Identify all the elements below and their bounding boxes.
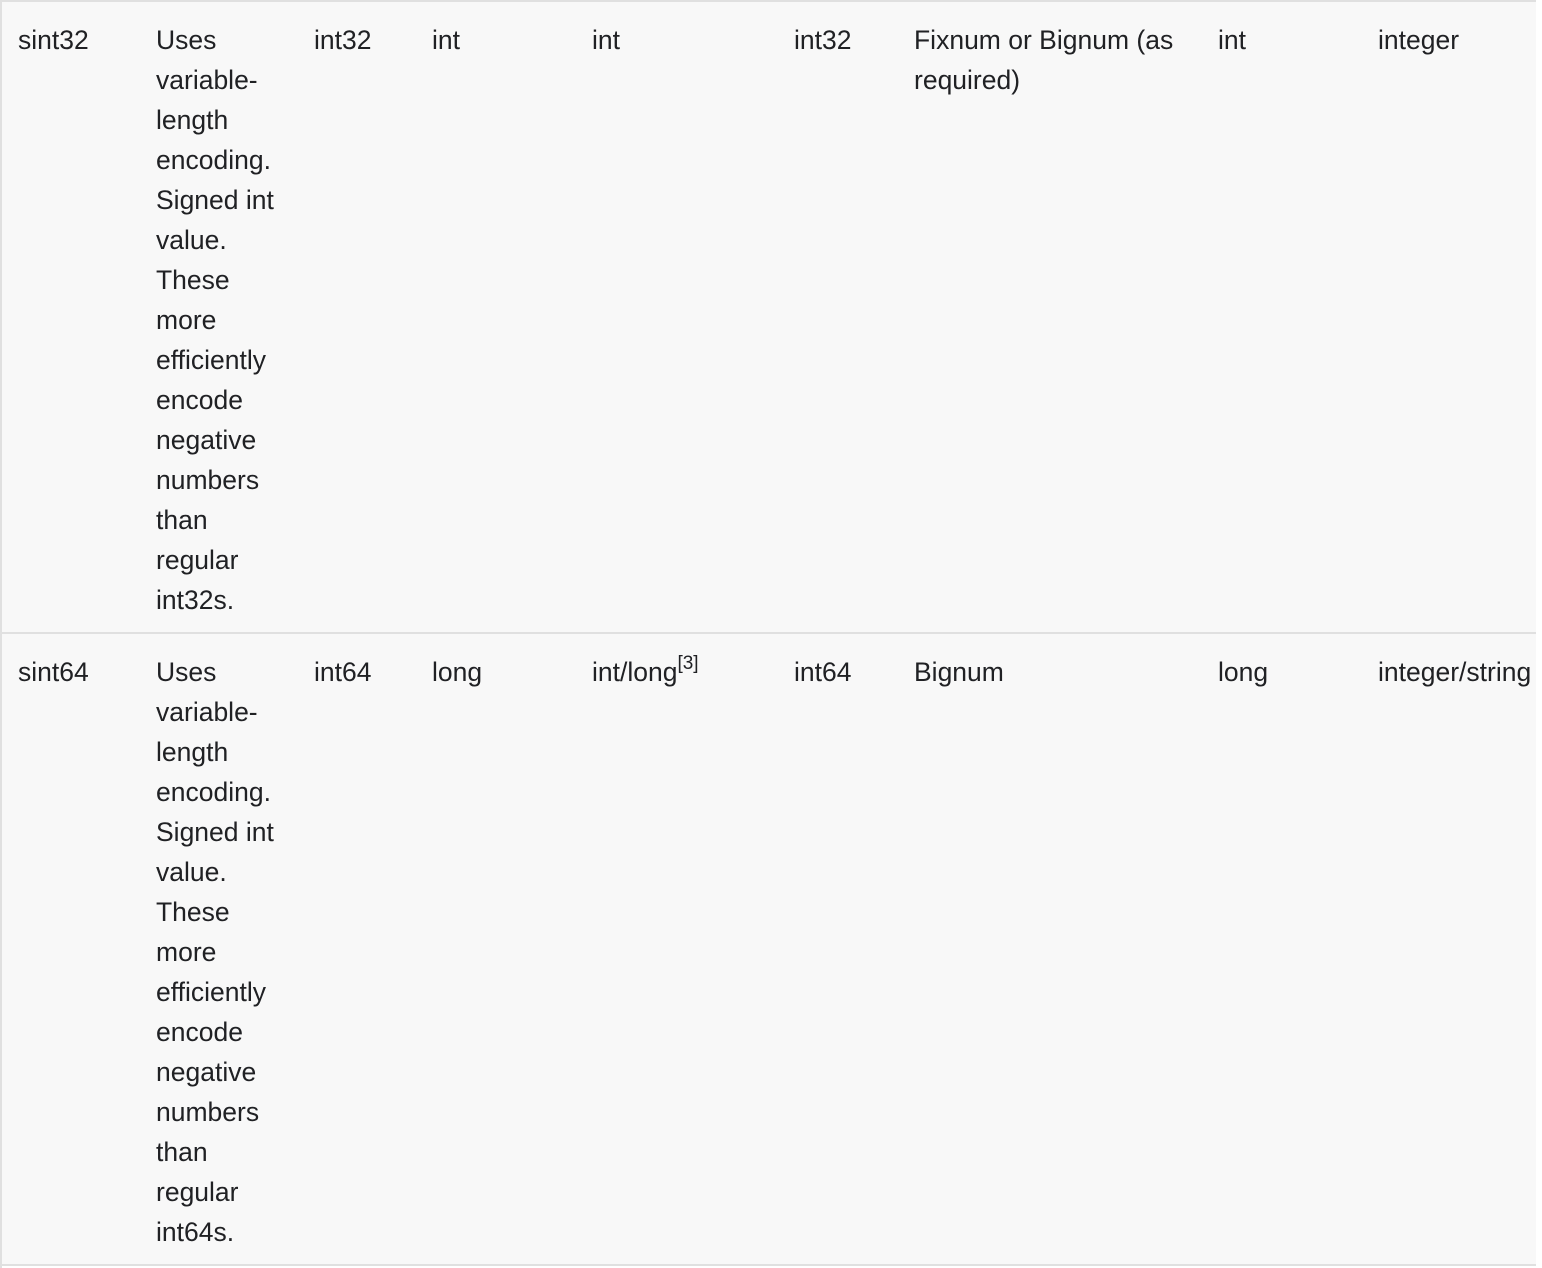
cell-ruby-type: Fixnum or Bignum (as required): [898, 0, 1202, 634]
cell-description: Uses variable-length encoding. Signed in…: [140, 633, 298, 1266]
cell-php-type: integer: [1362, 0, 1536, 634]
cell-csharp-type: long: [1202, 633, 1362, 1266]
cell-ruby-type: Bignum: [898, 633, 1202, 1266]
cell-java-type: long: [416, 633, 576, 1266]
cell-php-type: integer/string: [1362, 633, 1536, 1266]
cell-description: Uses variable-length encoding. Signed in…: [140, 0, 298, 634]
table-row-sint64: sint64 Uses variable-length encoding. Si…: [2, 633, 1536, 1266]
cell-csharp-type: int: [1202, 0, 1362, 634]
cell-type: sint32: [2, 0, 140, 634]
cell-go-type: int32: [778, 0, 898, 634]
table-row-sint32: sint32 Uses variable-length encoding. Si…: [2, 0, 1536, 634]
cell-python-type: int/long[3]: [576, 633, 778, 1266]
footnote-ref[interactable]: [3]: [677, 653, 699, 675]
python-type-text: int/long: [592, 657, 678, 687]
cell-cpp-type: int64: [298, 633, 416, 1266]
python-type-text: int: [592, 25, 620, 55]
cell-go-type: int64: [778, 633, 898, 1266]
cell-type: sint64: [2, 633, 140, 1266]
cell-python-type: int: [576, 0, 778, 634]
cell-cpp-type: int32: [298, 0, 416, 634]
cell-java-type: int: [416, 0, 576, 634]
